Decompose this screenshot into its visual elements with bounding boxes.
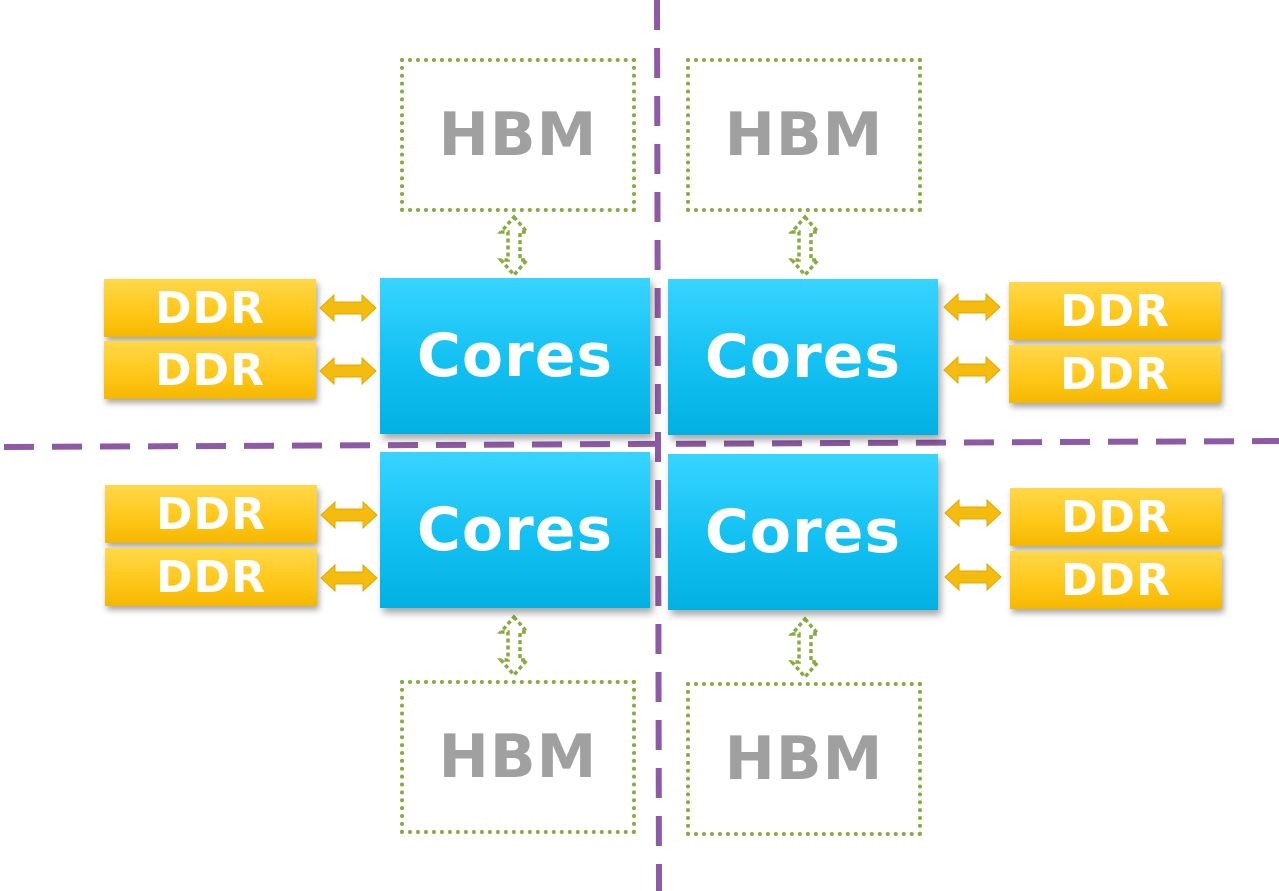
cores-label: Cores xyxy=(704,497,902,567)
hbm-label: HBM xyxy=(724,100,884,170)
ddr-module-bottom-right-1: DDR xyxy=(1010,488,1222,546)
ddr-link-arrow-bottom-left-1 xyxy=(320,500,378,530)
ddr-module-top-left-1: DDR xyxy=(104,279,316,337)
ddr-link-arrow-top-right-2 xyxy=(943,355,1001,385)
hbm-link-arrow-bottom-right xyxy=(788,616,822,680)
ddr-label: DDR xyxy=(155,344,265,396)
hbm-box-bottom-right: HBM xyxy=(686,682,922,836)
hbm-box-bottom-left: HBM xyxy=(400,680,636,834)
hbm-label: HBM xyxy=(438,722,598,792)
cores-label: Cores xyxy=(704,322,902,392)
hbm-link-arrow-top-right xyxy=(788,214,822,278)
ddr-link-arrow-bottom-right-2 xyxy=(944,562,1002,592)
ddr-module-top-right-1: DDR xyxy=(1009,282,1221,340)
ddr-label: DDR xyxy=(1060,285,1170,337)
ddr-module-top-right-2: DDR xyxy=(1009,345,1221,403)
horizontal-divider xyxy=(3,438,1279,450)
ddr-label: DDR xyxy=(156,551,266,603)
ddr-label: DDR xyxy=(1060,348,1170,400)
hbm-link-arrow-bottom-left xyxy=(497,614,531,678)
cores-label: Cores xyxy=(416,321,614,391)
cores-block-bottom-right: Cores xyxy=(668,454,938,610)
ddr-module-top-left-2: DDR xyxy=(104,341,316,399)
cores-label: Cores xyxy=(416,495,614,565)
hbm-label: HBM xyxy=(438,100,598,170)
hbm-box-top-right: HBM xyxy=(686,58,922,212)
ddr-link-arrow-bottom-right-1 xyxy=(944,498,1002,528)
hbm-link-arrow-top-left xyxy=(497,214,531,278)
ddr-module-bottom-left-1: DDR xyxy=(105,485,317,543)
ddr-label: DDR xyxy=(155,282,265,334)
ddr-label: DDR xyxy=(1061,491,1171,543)
hbm-label: HBM xyxy=(724,724,884,794)
ddr-module-bottom-left-2: DDR xyxy=(105,548,317,606)
cores-block-top-right: Cores xyxy=(668,279,938,435)
ddr-link-arrow-bottom-left-2 xyxy=(320,563,378,593)
ddr-link-arrow-top-right-1 xyxy=(943,292,1001,322)
hbm-box-top-left: HBM xyxy=(400,58,636,212)
ddr-label: DDR xyxy=(1061,554,1171,606)
cores-block-bottom-left: Cores xyxy=(380,452,650,608)
ddr-label: DDR xyxy=(156,488,266,540)
ddr-link-arrow-top-left-2 xyxy=(319,356,377,386)
ddr-module-bottom-right-2: DDR xyxy=(1010,551,1222,609)
ddr-link-arrow-top-left-1 xyxy=(319,293,377,323)
cores-block-top-left: Cores xyxy=(380,278,650,434)
